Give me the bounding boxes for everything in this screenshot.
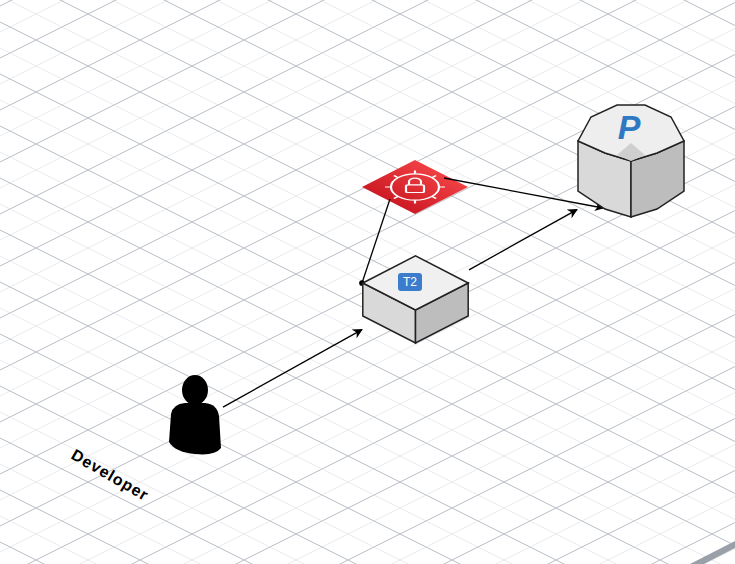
- instance-cube: [362, 255, 469, 344]
- service-node: T2: [362, 255, 469, 344]
- grid-line: [0, 0, 735, 187]
- grid-line: [0, 17, 735, 395]
- grid-line: [0, 0, 735, 219]
- service-badge: T2: [398, 273, 422, 291]
- service-node: P: [577, 103, 685, 219]
- grid-line: [0, 173, 735, 551]
- grid-line: [0, 0, 735, 239]
- grid-line: [0, 180, 735, 558]
- grid-line: [0, 381, 735, 564]
- grid-line: [0, 0, 735, 245]
- grid-line: [0, 0, 735, 375]
- grid-line: [0, 336, 735, 564]
- grid-line: [0, 407, 735, 564]
- flow-arrow: [469, 210, 577, 270]
- flow-arrow: [223, 330, 362, 408]
- plane-edge: [690, 541, 735, 564]
- grid-line: [0, 537, 735, 564]
- grid-line: [0, 232, 735, 564]
- grid-line: [0, 43, 735, 421]
- grid-line: [0, 0, 735, 265]
- grid-line: [0, 0, 735, 317]
- grid-line: [0, 0, 735, 369]
- grid-line: [0, 0, 735, 349]
- grid-line: [0, 563, 735, 564]
- secrets-icon: [362, 160, 468, 214]
- grid-line: [0, 0, 735, 291]
- grid-line: [0, 76, 735, 454]
- grid-line: [0, 492, 735, 564]
- grid-line: [0, 388, 735, 564]
- grid-line: [0, 329, 735, 564]
- grid-line: [0, 362, 735, 564]
- person-icon: [165, 370, 223, 456]
- grid-line: [0, 50, 735, 428]
- grid-line: [0, 102, 735, 480]
- grid-line: [0, 485, 735, 564]
- grid-line: [0, 277, 735, 564]
- service-badge: P: [618, 110, 641, 144]
- grid-line: [0, 0, 735, 297]
- grid-line: [0, 284, 735, 564]
- grid-line: [0, 511, 735, 564]
- grid-line: [0, 518, 735, 564]
- grid-line: [0, 24, 735, 402]
- grid-line: [0, 0, 735, 83]
- actor-label: Developer: [68, 446, 152, 505]
- grid-line: [0, 0, 735, 323]
- grid-line: [0, 225, 735, 564]
- grid-line: [0, 251, 735, 564]
- grid-line: [0, 433, 735, 564]
- grid-line: [0, 303, 735, 564]
- grid-line: [0, 544, 735, 564]
- grid-line: [0, 355, 735, 564]
- grid-line: [0, 95, 735, 473]
- grid-line: [0, 121, 735, 499]
- grid-line: [0, 69, 735, 447]
- grid-line: [0, 414, 735, 564]
- grid-line: [0, 199, 735, 564]
- actor-node: Developer: [165, 370, 223, 456]
- grid-line: [0, 0, 735, 109]
- grid-line: [0, 128, 735, 506]
